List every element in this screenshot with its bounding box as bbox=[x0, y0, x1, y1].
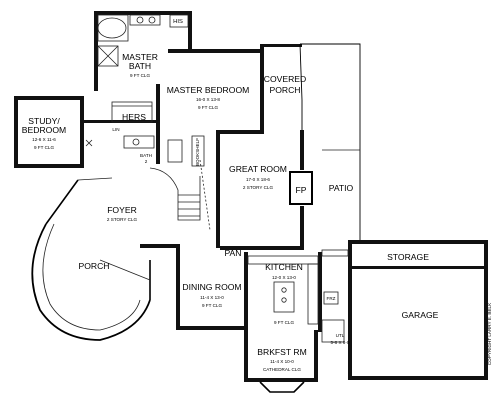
master-bedroom-dims: 16-0 X 13-8 bbox=[196, 97, 220, 102]
patio-label: PATIO bbox=[329, 183, 354, 193]
bookshelf-label: BOOKSHELF bbox=[195, 138, 200, 166]
great-room-dims: 17-0 X 18-6 bbox=[246, 177, 270, 182]
great-room-label: GREAT ROOM bbox=[229, 164, 287, 174]
his-label: HIS bbox=[173, 19, 183, 25]
covered-porch-label: COVERED bbox=[264, 74, 307, 84]
study-label: STUDY/ bbox=[28, 116, 60, 126]
lin-label: LIN bbox=[112, 127, 119, 132]
study-ceiling: 9 FT CLG bbox=[34, 145, 55, 150]
garage-label: GARAGE bbox=[402, 310, 439, 320]
master-bedroom-ceiling: 9 FT CLG bbox=[198, 105, 219, 110]
porch-label: PORCH bbox=[78, 261, 109, 271]
bath2-label-2: 2 bbox=[145, 159, 148, 164]
kitchen-label: KITCHEN bbox=[265, 262, 303, 272]
copyright-text: COPYRIGHT LARRY E. BELK bbox=[487, 302, 492, 365]
master-bedroom-label: MASTER BEDROOM bbox=[167, 85, 250, 95]
room-labels: HIS MASTER BATH 9 FT CLG MASTER BEDROOM … bbox=[22, 19, 492, 372]
master-bath-ceiling: 9 FT CLG bbox=[130, 73, 151, 78]
breakfast-room-ceiling: CATHEDRAL CLG bbox=[263, 367, 301, 372]
master-bath-label: MASTER bbox=[122, 52, 158, 62]
kitchen-ceiling: 9 FT CLG bbox=[274, 320, 295, 325]
master-bath-label-2: BATH bbox=[129, 61, 151, 71]
walls bbox=[14, 11, 488, 382]
dining-room-ceiling: 9 FT CLG bbox=[202, 303, 223, 308]
study-dims: 12-6 X 11-6 bbox=[32, 137, 56, 142]
kitchen-dims: 12-0 X 13-0 bbox=[272, 275, 296, 280]
interior-lines bbox=[85, 14, 361, 393]
study-label-2: BEDROOM bbox=[22, 125, 66, 135]
bath2-label: BATH bbox=[140, 153, 152, 158]
hers-label: HERS bbox=[122, 112, 146, 122]
porch-outline bbox=[31, 177, 151, 341]
storage-label: STORAGE bbox=[387, 252, 429, 262]
pantry-label: PAN bbox=[224, 248, 241, 258]
fireplace-label: FP bbox=[296, 185, 307, 195]
dining-room-dims: 11-4 X 13-0 bbox=[200, 295, 224, 300]
foyer-ceiling: 2 STORY CLG bbox=[107, 217, 138, 222]
covered-porch-label-2: PORCH bbox=[269, 85, 300, 95]
breakfast-room-label: BRKFST RM bbox=[257, 347, 307, 357]
dining-room-label: DINING ROOM bbox=[182, 282, 241, 292]
breakfast-room-dims: 11-4 X 10-0 bbox=[270, 359, 294, 364]
foyer-label: FOYER bbox=[107, 205, 137, 215]
utility-label: UTL bbox=[336, 333, 345, 338]
utility-dims: 5-8 X 6-0 bbox=[331, 340, 350, 345]
freezer-label: FRZ bbox=[327, 296, 336, 301]
great-room-ceiling: 2 STORY CLG bbox=[243, 185, 274, 190]
